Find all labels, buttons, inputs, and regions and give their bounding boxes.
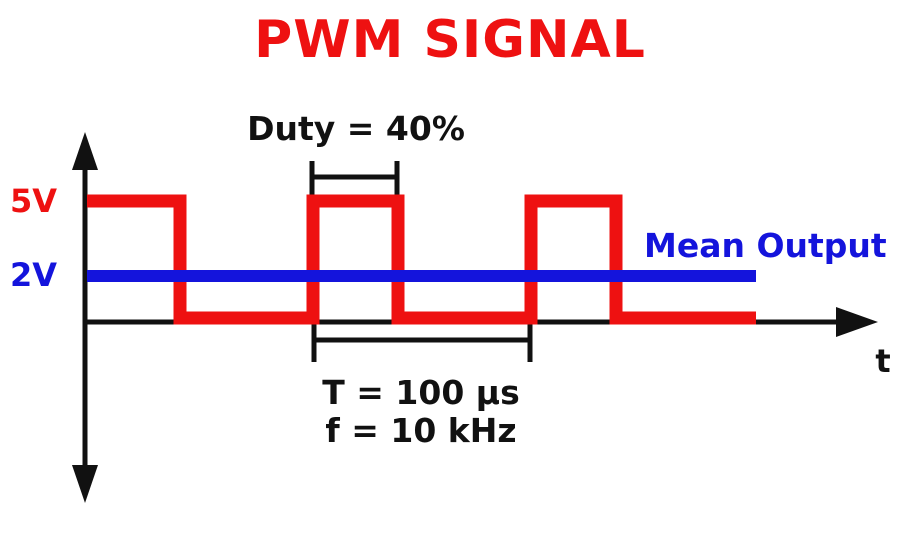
period-label: T = 100 µs [322,373,519,412]
time-axis-label: t [875,342,890,380]
duty-bracket [309,161,400,198]
period-bracket [311,322,533,362]
duty-cycle-label: Duty = 40% [247,109,465,148]
page-title: PWM SIGNAL [254,10,646,70]
voltage-axis-down-arrow-icon [72,465,98,503]
pwm-waveform [87,194,756,325]
voltage-axis [72,132,98,503]
time-axis-right-arrow-icon [836,307,878,337]
high-level-label: 5V [10,182,57,220]
mean-output-label: Mean Output [644,226,887,265]
mean-level-label: 2V [10,256,57,294]
voltage-axis-up-arrow-icon [72,132,98,170]
frequency-label: f = 10 kHz [325,411,516,450]
